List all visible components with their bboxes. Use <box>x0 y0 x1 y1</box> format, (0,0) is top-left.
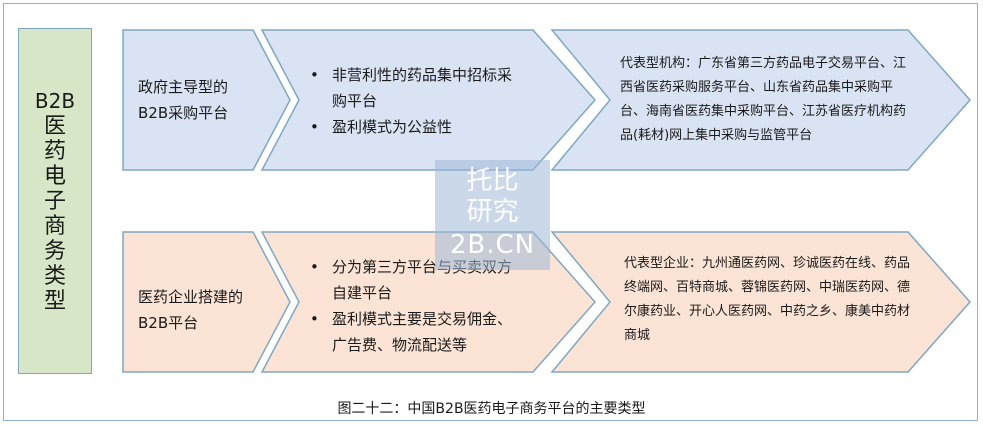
row1-examples-chevron <box>550 29 972 171</box>
row2-type-chevron <box>122 231 291 373</box>
row1-feature-2: 盈利模式为公益性 <box>308 114 523 140</box>
row2-examples: 代表型企业：九州通医药网、珍诚医药在线、药品终端网、百特商城、蓉锦医药网、中瑞医… <box>624 252 914 348</box>
row2-feature-2: 盈利模式主要是交易佣金、广告费、物流配送等 <box>308 306 523 358</box>
row2-examples-text: 代表型企业：九州通医药网、珍诚医药在线、药品终端网、百特商城、蓉锦医药网、中瑞医… <box>624 256 911 343</box>
diagram-frame <box>3 3 978 421</box>
row1-type-label: 政府主导型的B2B采购平台 <box>138 78 229 122</box>
row1-type-text: 政府主导型的B2B采购平台 <box>138 74 258 126</box>
category-box: B2B 医药电子商务类型 <box>18 28 92 374</box>
category-label: 医药电子商务类型 <box>43 114 66 314</box>
row1-features: 非营利性的药品集中招标采购平台 盈利模式为公益性 <box>308 62 523 140</box>
row2-feature-1: 分为第三方平台与买卖双方自建平台 <box>308 254 523 306</box>
row1-examples: 代表型机构：广东省第三方药品电子交易平台、江西省医药采购服务平台、山东省药品集中… <box>620 52 912 148</box>
row2-examples-chevron <box>550 231 972 373</box>
row2-type-label: 医药企业搭建的B2B平台 <box>138 288 244 332</box>
row1-type-chevron <box>122 29 291 171</box>
row2-features: 分为第三方平台与买卖双方自建平台 盈利模式主要是交易佣金、广告费、物流配送等 <box>308 254 523 358</box>
row2-type-text: 医药企业搭建的B2B平台 <box>138 284 258 336</box>
row1-examples-text: 代表型机构：广东省第三方药品电子交易平台、江西省医药采购服务平台、山东省药品集中… <box>620 56 907 143</box>
row1-feature-1: 非营利性的药品集中招标采购平台 <box>308 62 523 114</box>
category-b2b: B2B <box>34 89 76 113</box>
figure-caption: 图二十二：中国B2B医药电子商务平台的主要类型 <box>337 401 646 417</box>
